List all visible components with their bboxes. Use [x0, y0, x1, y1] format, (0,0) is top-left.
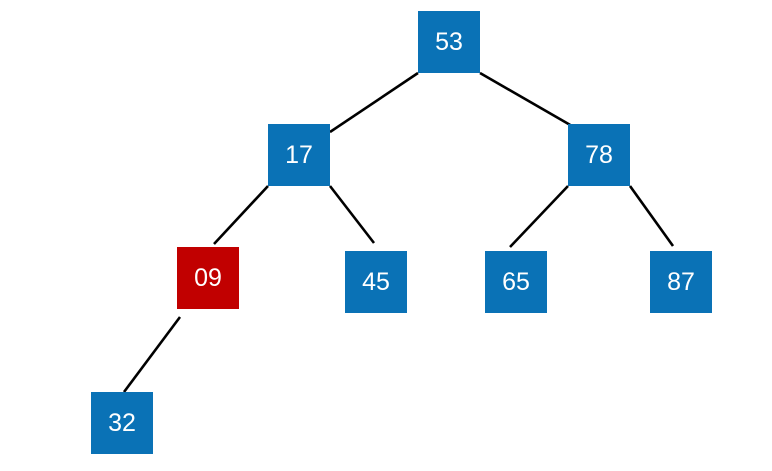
node-label: 78	[585, 140, 613, 169]
tree-node-65: 65	[485, 251, 547, 313]
edge-17-09	[213, 185, 269, 245]
node-label: 65	[502, 267, 530, 296]
tree-node-87: 87	[650, 251, 712, 313]
tree-node-09: 09	[177, 247, 239, 309]
tree-node-17: 17	[268, 124, 330, 186]
node-label: 53	[435, 27, 463, 56]
tree-node-53: 53	[418, 11, 480, 73]
tree-node-45: 45	[345, 251, 407, 313]
tree-node-32: 32	[91, 392, 153, 454]
edge-78-65	[509, 185, 569, 248]
node-label: 87	[667, 267, 695, 296]
edge-17-45	[328, 185, 376, 244]
node-label: 17	[285, 140, 313, 169]
node-label: 32	[108, 408, 136, 437]
node-label: 45	[362, 267, 390, 296]
edge-53-78	[479, 71, 573, 128]
edge-09-32	[122, 316, 182, 393]
tree-node-78: 78	[568, 124, 630, 186]
node-label: 09	[194, 263, 222, 292]
edge-53-17	[329, 71, 419, 134]
edge-78-87	[628, 185, 675, 247]
